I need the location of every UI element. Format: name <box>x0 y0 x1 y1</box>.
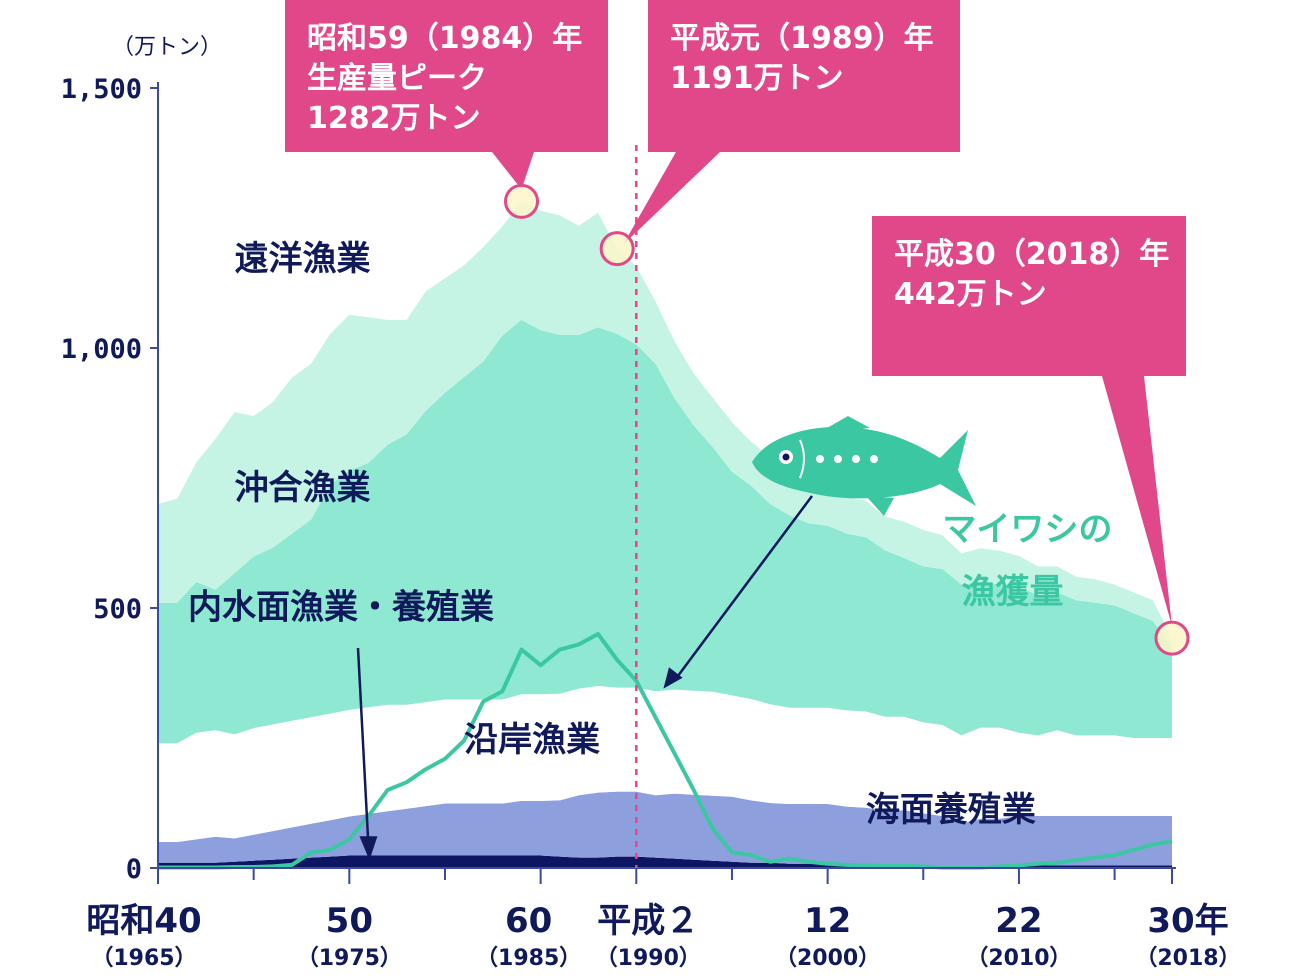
y-tick-label: 0 <box>126 854 142 885</box>
x-tick-label: 60 <box>505 901 552 941</box>
inland-fishery-area <box>158 855 1172 868</box>
distant-water-fishery-area <box>158 201 1172 647</box>
fish-spot <box>834 455 842 463</box>
fish-gill <box>799 439 805 479</box>
callout-1989: 平成元（1989）年 1191万トン <box>599 0 960 267</box>
x-tick-label: 30年 <box>1147 901 1228 941</box>
fish-spot <box>870 455 878 463</box>
coastal-label: 沿岸漁業 <box>464 720 600 760</box>
fish-dorsal-fin <box>820 416 870 432</box>
distant-water-label: 遠洋漁業 <box>235 239 371 279</box>
callout-text-line: 平成30（2018）年 <box>894 237 1169 272</box>
fish-spot <box>816 455 824 463</box>
x-tick-sublabel: （1975） <box>297 946 402 971</box>
sardine-label-line2: 漁獲量 <box>962 572 1064 612</box>
callout-text-line: 生産量ピーク <box>307 61 487 96</box>
x-tick-label: 22 <box>995 901 1042 941</box>
sardine-catch-line <box>158 632 1173 870</box>
callout-tail <box>492 152 534 190</box>
callout-2018: 平成30（2018）年 442万トン <box>872 216 1190 656</box>
callout-box <box>872 216 1186 376</box>
x-tick-sublabel: （1985） <box>476 946 581 971</box>
inland-fishery-label: 内水面漁業・養殖業 <box>188 587 494 627</box>
inland-pointer-line <box>356 647 370 847</box>
offshore-label: 沖合漁業 <box>235 468 371 508</box>
x-tick-sublabel: （2018） <box>1135 946 1240 971</box>
stacked-areas <box>158 201 1173 870</box>
marine-aquaculture-area <box>158 791 1172 866</box>
callout-point-marker <box>504 183 540 219</box>
callout-text-line: 1282万トン <box>307 101 481 136</box>
y-axis-unit-label: （万トン） <box>112 35 222 60</box>
x-tick-sublabel: （1990） <box>596 946 701 971</box>
x-tick-label: 昭和40 <box>86 901 201 941</box>
y-tick-label: 1,500 <box>61 74 142 105</box>
callout-text-line: 442万トン <box>894 277 1047 312</box>
coastal-fishery-area <box>158 686 1172 842</box>
sardine-pointer-line <box>676 495 814 678</box>
marine-aquaculture-label: 海面養殖業 <box>866 790 1036 830</box>
x-tick-sublabel: （2000） <box>775 946 880 971</box>
offshore-fishery-area <box>158 319 1172 744</box>
fish-pupil <box>782 453 790 461</box>
fish-body <box>752 426 976 506</box>
callout-box <box>285 0 608 152</box>
x-tick-label: 12 <box>804 901 851 941</box>
callout-tail <box>1102 376 1172 627</box>
sardine-pointer-arrowhead <box>663 667 683 689</box>
x-tick-label: 平成２ <box>597 901 699 941</box>
inland-pointer-arrowhead <box>359 836 378 861</box>
y-tick-label: 500 <box>93 594 142 625</box>
callout-point-marker <box>1154 620 1190 656</box>
y-tick-label: 1,000 <box>61 334 142 365</box>
fish-belly-fin <box>866 496 894 516</box>
callout-text-line: 昭和59（1984）年 <box>307 21 582 56</box>
callout-text-line: 1191万トン <box>670 61 844 96</box>
callout-box <box>648 0 960 152</box>
callout-text-line: 平成元（1989）年 <box>670 21 934 56</box>
sardine-fish-icon <box>752 416 976 516</box>
axes: （万トン） 1,500 1,000 500 0 昭和40 （1965） 50 （1975） 60 （… <box>61 35 1241 971</box>
x-tick-sublabel: （2010） <box>966 946 1071 971</box>
fish-spot <box>852 455 860 463</box>
x-tick-label: 50 <box>326 901 373 941</box>
sardine-label-line1: マイワシの <box>942 509 1112 549</box>
x-tick-sublabel: （1965） <box>91 946 196 971</box>
callout-point-marker <box>599 231 635 267</box>
callout-tail <box>623 152 720 245</box>
